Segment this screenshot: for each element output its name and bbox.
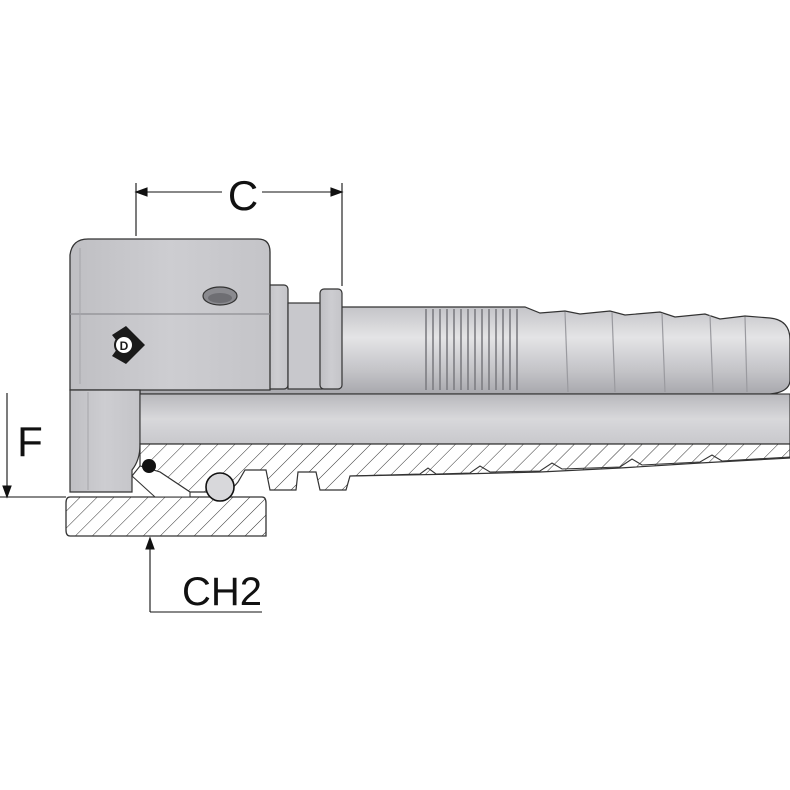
dunlop-logo-icon: D bbox=[112, 326, 145, 364]
dimension-c-label: C bbox=[228, 172, 258, 219]
logo-letter: D bbox=[120, 339, 129, 353]
nut-front-band bbox=[69, 389, 141, 493]
seal-small bbox=[142, 459, 156, 473]
bore-surface bbox=[139, 393, 790, 445]
collar-rings bbox=[265, 284, 343, 390]
o-ring bbox=[205, 472, 235, 502]
dimension-ch2 bbox=[145, 536, 262, 613]
dimension-f bbox=[0, 393, 66, 499]
swivel-nut bbox=[69, 238, 271, 391]
knurl-grooves bbox=[425, 309, 518, 390]
dimension-f-label: F bbox=[17, 418, 43, 465]
barb-ridges bbox=[564, 311, 748, 393]
dimension-ch2-label: CH2 bbox=[182, 570, 262, 614]
section-view bbox=[65, 443, 790, 537]
